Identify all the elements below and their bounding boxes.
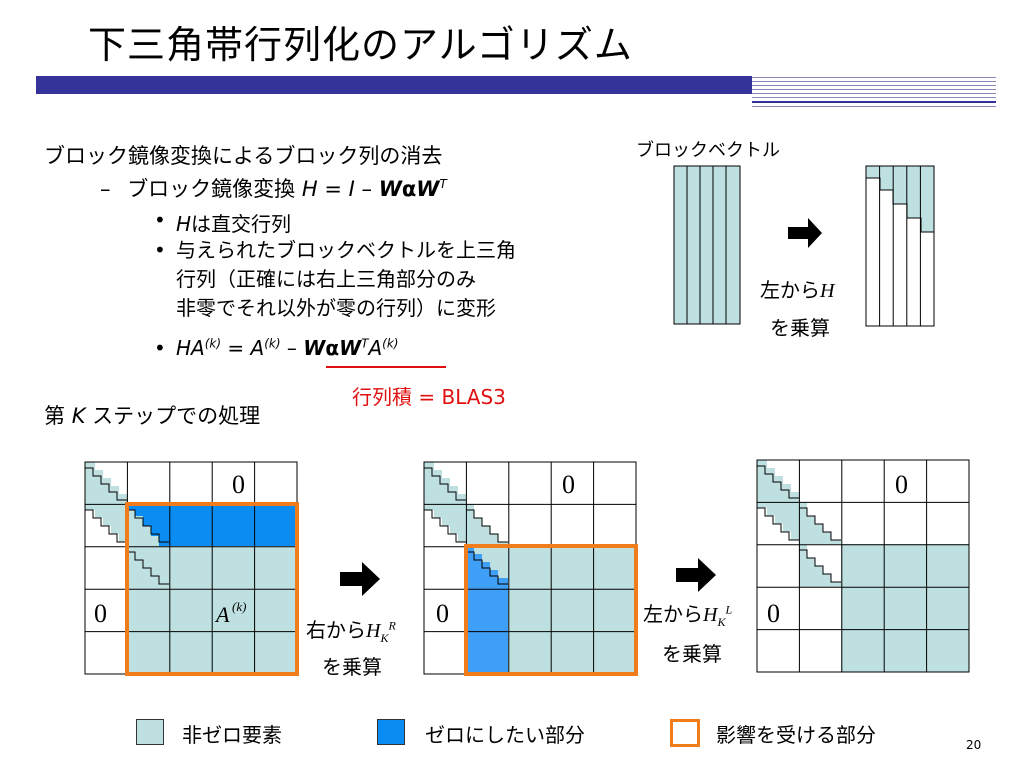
formula-H: H — [301, 177, 318, 201]
step1-op-sup: R — [388, 618, 396, 633]
arrow-right-icon — [340, 562, 380, 596]
legend-swatch-nonzero — [136, 719, 164, 745]
blas-underline — [326, 366, 446, 368]
legend-label-affected: 影響を受ける部分 — [716, 723, 876, 747]
slide-title: 下三角帯行列化のアルゴリズム — [88, 23, 633, 67]
formula-alpha: α — [401, 177, 417, 201]
b3-W: W — [303, 336, 326, 360]
zero-label-2a: 0 — [562, 470, 575, 499]
heading-text: ブロック鏡像変換によるブロック列の消去 — [44, 144, 443, 168]
formula-minus: – — [354, 177, 379, 201]
b3-k2: (k) — [264, 336, 281, 351]
block-vector-after — [865, 165, 935, 327]
b3-HA: HA — [176, 336, 205, 360]
bullet-transform: 与えられたブロックベクトルを上三角 行列（正確には右上三角部分のみ 非零でそれ以… — [154, 236, 516, 323]
zero-label-3a: 0 — [895, 470, 908, 499]
b3-T: T — [361, 336, 369, 351]
b3-W2: W — [339, 336, 362, 360]
legend-swatch-target — [377, 719, 405, 745]
bv-op-H: H — [820, 280, 835, 302]
title-decoration-lines — [752, 77, 996, 110]
block-vector-diagram — [673, 165, 935, 327]
b3-A2: A — [368, 336, 383, 360]
bullet-orthogonal: Hは直交行列 — [154, 208, 292, 237]
step1-op-H: H — [366, 620, 381, 642]
bullet2-line2: 行列（正確には右上三角部分のみ — [176, 267, 476, 291]
bullet1-H: H — [176, 212, 192, 236]
bullet2-line1: 与えられたブロックベクトルを上三角 — [176, 238, 516, 262]
bv-op-text: 左から — [760, 278, 820, 302]
block-vector-op: 左からH — [760, 274, 834, 303]
akl-label: A — [214, 602, 230, 627]
step1-op-label: 右からHKR — [306, 614, 396, 646]
matrix-middle — [423, 461, 638, 676]
b3-A: A — [250, 336, 265, 360]
formula-I: I — [348, 177, 355, 201]
step2-op-H: H — [703, 604, 718, 626]
formula-W2: W — [416, 177, 440, 201]
blas-note: 行列積 = BLAS3 — [352, 385, 506, 409]
step-post: ステップでの処理 — [85, 404, 261, 428]
b3-alpha: α — [325, 336, 340, 360]
b3-k1: (k) — [204, 336, 222, 351]
block-vector-mult: を乗算 — [770, 316, 830, 340]
sub-item: – ブロック鏡像変換 H = I – WαWT — [100, 173, 447, 203]
formula-eq: = — [317, 177, 349, 201]
b3-eq: = — [221, 336, 251, 360]
title-bar — [36, 76, 752, 94]
step1-op-text: 右から — [306, 618, 366, 642]
step1-op-sub: K — [380, 631, 389, 645]
step2-mult: を乗算 — [662, 642, 722, 666]
zero-label-2b: 0 — [436, 599, 449, 628]
formula-T: T — [439, 177, 447, 191]
formula-W: W — [378, 177, 402, 201]
page-number: 20 — [966, 738, 982, 752]
matrix-after — [756, 459, 970, 673]
legend-label-target: ゼロにしたい部分 — [425, 723, 585, 747]
legend-swatch-affected — [670, 719, 700, 747]
b3-minus: – — [280, 336, 304, 360]
bullet2-line3: 非零でそれ以外が零の行列）に変形 — [176, 296, 496, 320]
bullet-update-formula: HA(k) = A(k) – WαWTA(k) — [154, 336, 399, 360]
step2-op-sub: K — [717, 615, 726, 629]
block-vector-label: ブロックベクトル — [636, 140, 780, 161]
step1-mult: を乗算 — [322, 655, 382, 679]
arrow-right-icon — [788, 218, 822, 248]
block-vector-before — [673, 165, 741, 325]
step-pre: 第 — [44, 404, 72, 428]
sub-text: ブロック鏡像変換 — [127, 177, 302, 201]
bullet1-rest: は直交行列 — [191, 212, 292, 236]
step-label: 第 K ステップでの処理 — [44, 400, 260, 430]
zero-label-1b: 0 — [94, 599, 107, 628]
step-K: K — [71, 404, 86, 428]
zero-label-1a: 0 — [232, 470, 245, 499]
arrow-right-icon — [676, 558, 716, 592]
sub-dash: – — [100, 177, 111, 201]
akl-sup: (k) — [232, 599, 246, 614]
step2-op-label: 左からHKL — [643, 598, 732, 630]
step2-op-text: 左から — [643, 602, 703, 626]
step2-op-sup: L — [725, 602, 733, 617]
legend-label-nonzero: 非ゼロ要素 — [182, 723, 282, 747]
matrix-before — [84, 461, 299, 676]
matrix-steps: 0 0 A (k) 0 0 — [84, 459, 970, 676]
zero-label-3b: 0 — [767, 599, 780, 628]
b3-k3: (k) — [382, 336, 399, 351]
